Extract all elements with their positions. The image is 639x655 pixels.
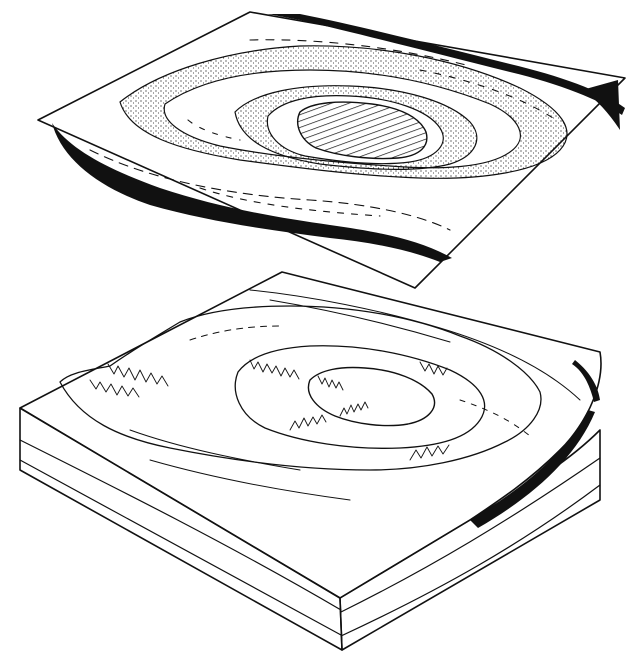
block-diagram — [20, 272, 601, 650]
block-outer-scarp — [90, 364, 449, 460]
block-black-layer-upper — [572, 360, 600, 402]
block-middle-scarp — [250, 360, 447, 430]
block-stream-lines — [130, 290, 580, 500]
block-core-plateau — [308, 368, 434, 426]
block-front-face — [20, 408, 342, 650]
block-core-scarp — [318, 376, 368, 416]
block-strata-front — [20, 440, 600, 636]
map-black-band-right — [582, 80, 620, 130]
geologic-map-plane — [38, 12, 625, 288]
block-top-surface — [20, 272, 601, 598]
block-middle-ridge — [235, 346, 484, 449]
block-outer-cuesta — [60, 306, 541, 470]
block-black-layer — [470, 410, 595, 528]
